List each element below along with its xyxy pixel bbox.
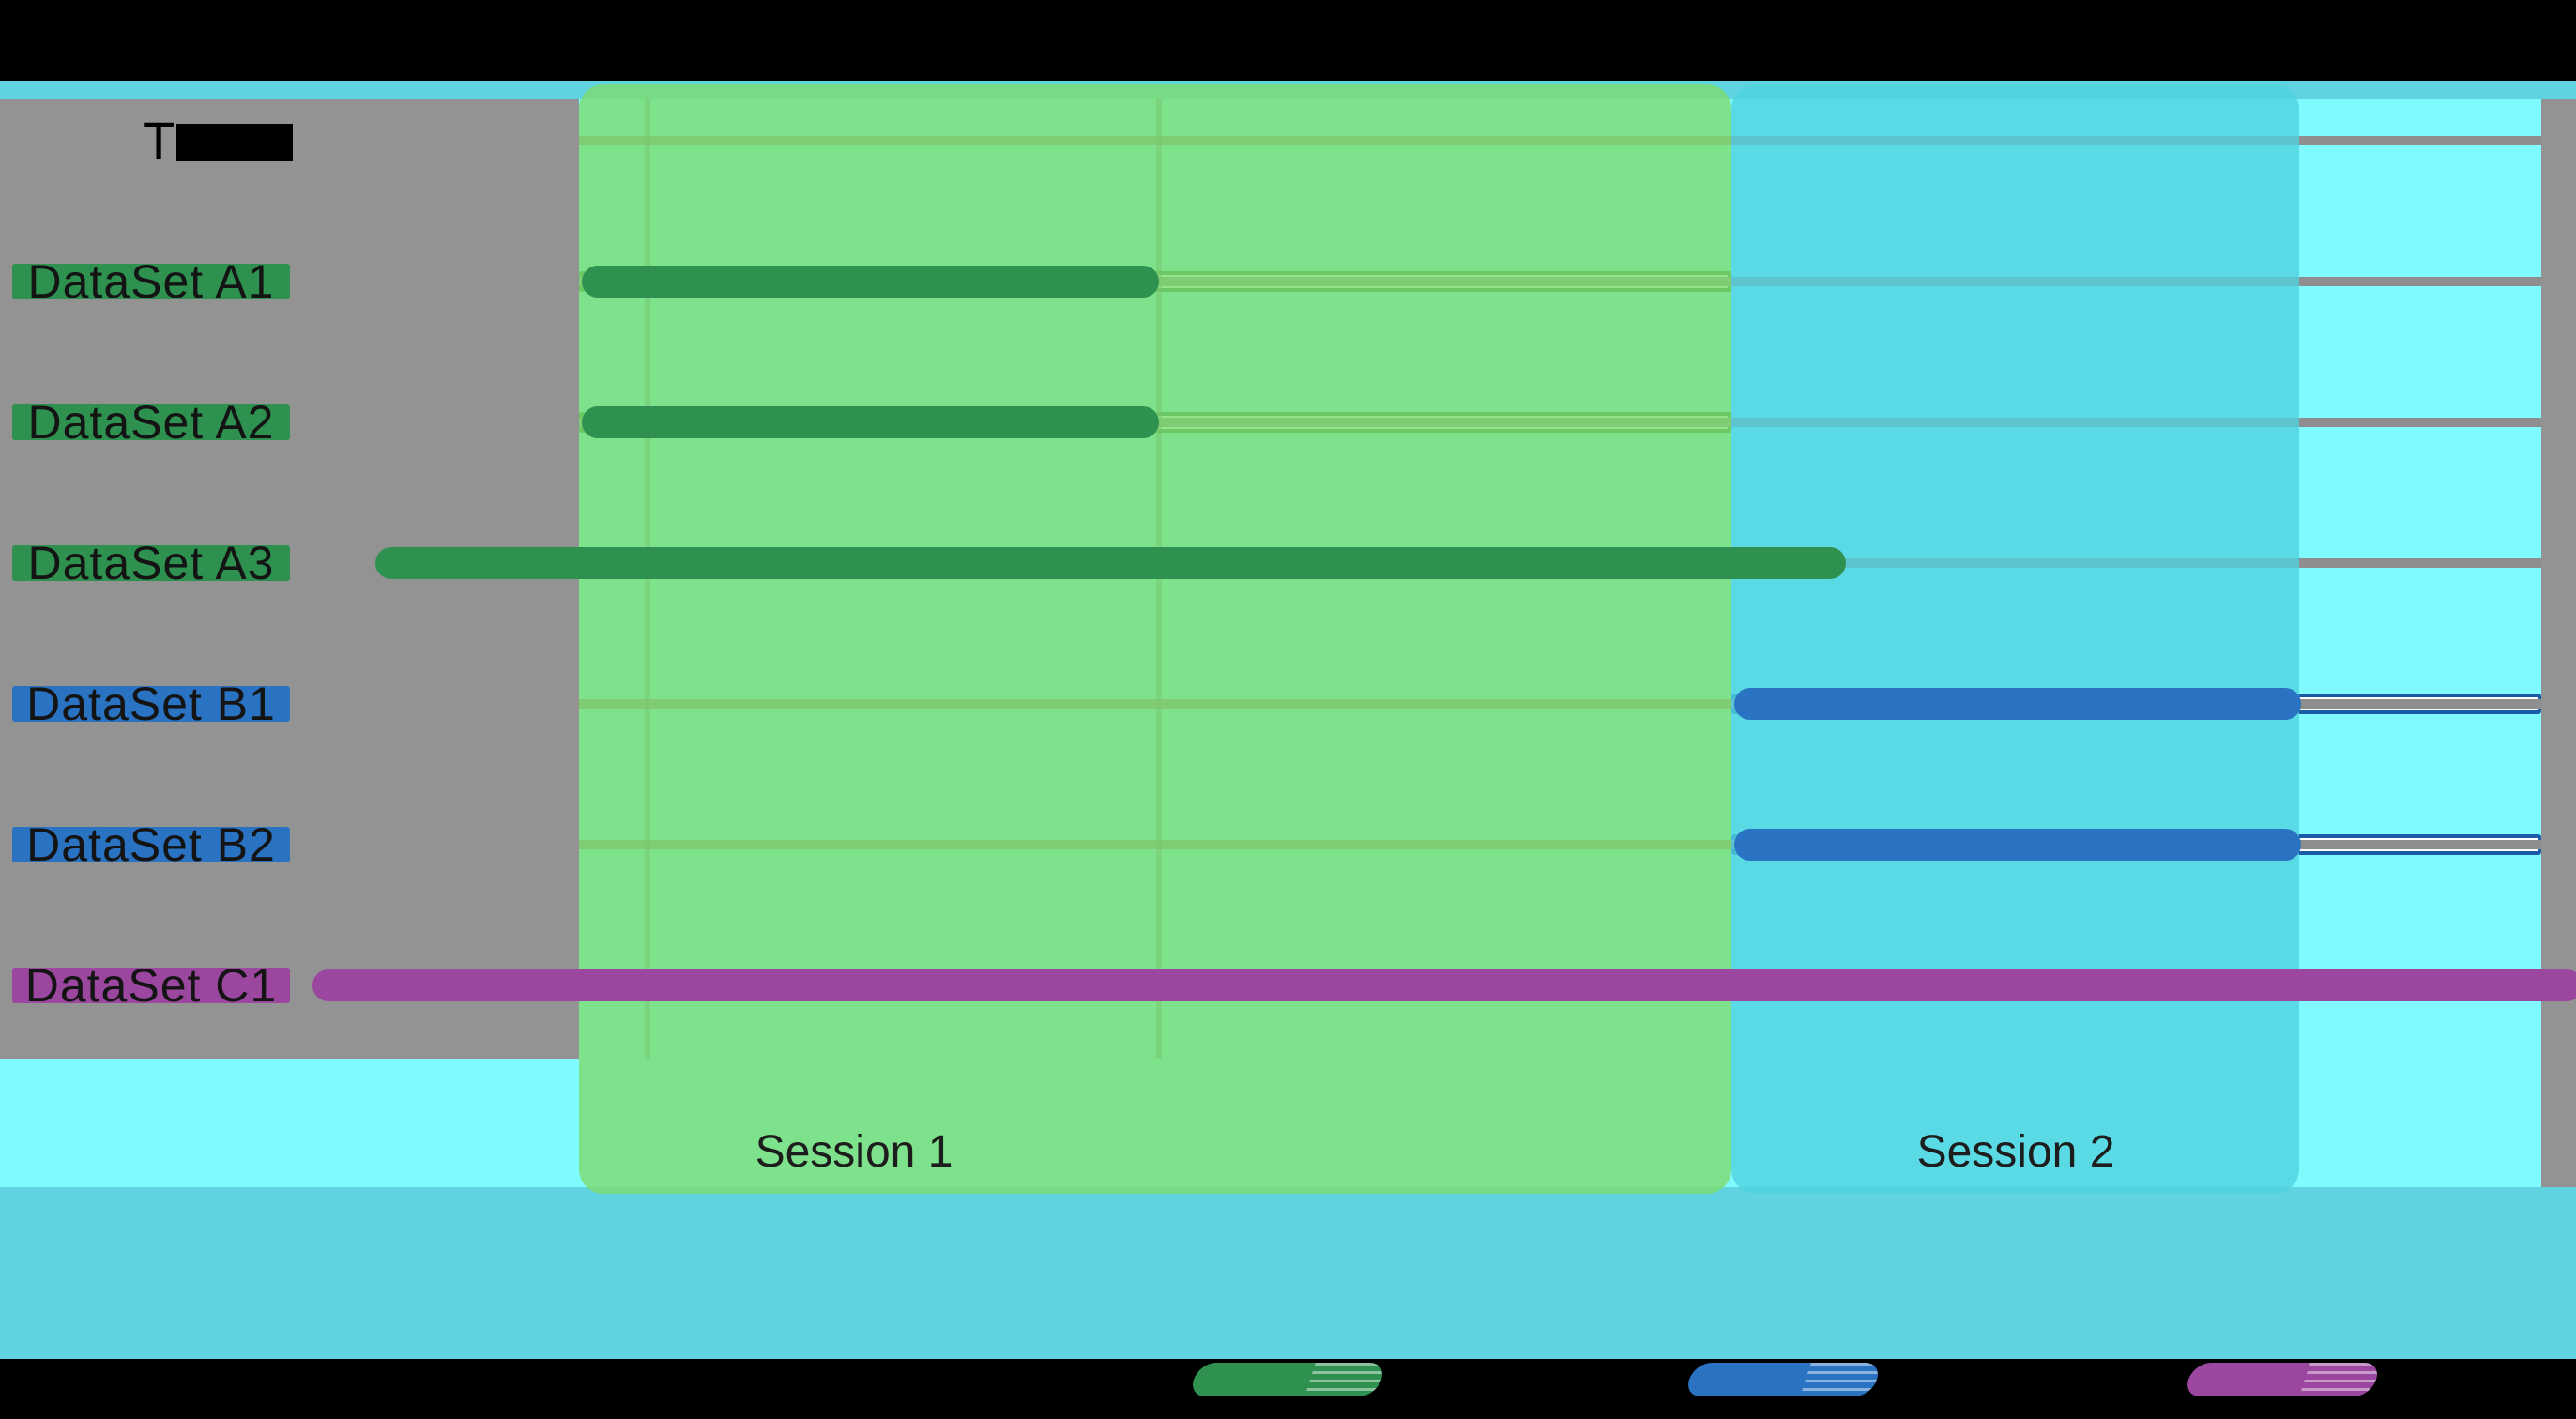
gantt-bar-solid — [582, 266, 1159, 298]
gantt-bar-solid — [582, 406, 1159, 438]
gantt-bar-solid — [312, 969, 2576, 1001]
gantt-bar-solid — [1734, 688, 2301, 720]
session-band — [1731, 84, 2299, 1194]
chart-title-obscured: T — [143, 111, 294, 170]
row-label-chip: DataSet A1 — [12, 255, 290, 308]
gantt-bar-solid — [1734, 829, 2301, 861]
legend-swatch-stripes — [1304, 1363, 1387, 1396]
legend-swatch-stripes — [2299, 1363, 2382, 1396]
row-label-chip: DataSet B1 — [12, 678, 290, 730]
gantt-bar-solid — [375, 547, 1846, 579]
right-edge-gray-region — [2541, 99, 2576, 1187]
title-visible-letter: T — [143, 111, 175, 170]
session-label: Session 1 — [755, 1127, 953, 1177]
row-label-chip: DataSet C1 — [12, 959, 290, 1012]
title-redaction-block — [176, 124, 294, 161]
legend-swatch — [1188, 1363, 1387, 1396]
session-band — [579, 84, 1731, 1194]
session-label: Session 2 — [1916, 1127, 2115, 1177]
row-label-chip: DataSet B2 — [12, 818, 290, 871]
row-label-chip: DataSet A3 — [12, 537, 290, 589]
legend-swatch — [1684, 1363, 1882, 1396]
legend-swatch-stripes — [1800, 1363, 1882, 1396]
legend-swatch — [2183, 1363, 2382, 1396]
row-label-chip: DataSet A2 — [12, 396, 290, 449]
